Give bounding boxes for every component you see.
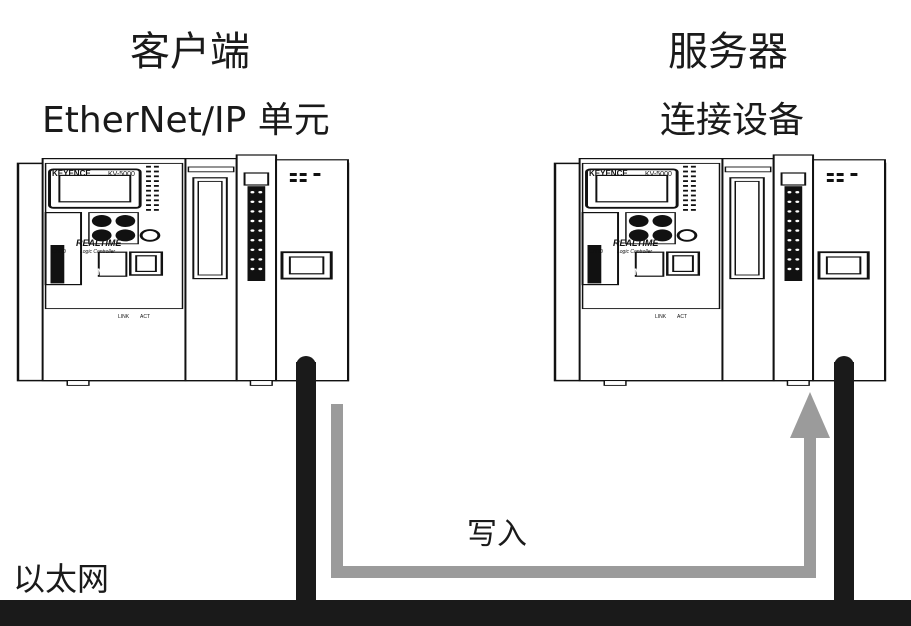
ethernet-bus	[0, 600, 911, 626]
client-brand: KEYENCE	[52, 169, 91, 178]
server-brand: KEYENCE	[589, 169, 628, 178]
client-cable	[296, 362, 316, 602]
server-act: ACT	[677, 314, 687, 320]
client-card: CARD	[52, 249, 67, 255]
server-model: KV-5000	[645, 171, 672, 178]
server-card: CARD	[589, 249, 604, 255]
client-plc	[16, 153, 350, 387]
server-subtitle: 连接设备	[660, 100, 805, 141]
client-link: LINK	[118, 314, 130, 320]
server-title: 服务器	[668, 29, 788, 75]
write-arrow	[331, 404, 816, 578]
ethernet-label: 以太网	[13, 560, 110, 598]
client-act: ACT	[140, 314, 150, 320]
client-key-m: M	[97, 267, 105, 277]
server-logic: Logic Controller	[617, 249, 652, 255]
server-cable	[834, 362, 854, 602]
write-arrowhead	[790, 392, 830, 438]
write-label: 写入	[467, 517, 527, 552]
server-key-m: M	[634, 267, 642, 277]
server-plc	[553, 153, 887, 387]
server-realtime: REALTIME	[613, 238, 659, 248]
client-logic: Logic Controller	[80, 249, 115, 255]
server-link: LINK	[655, 314, 667, 320]
client-title: 客户端	[130, 29, 250, 75]
client-realtime: REALTIME	[76, 238, 122, 248]
client-model: KV-5000	[108, 171, 135, 178]
client-subtitle: EtherNet/IP 单元	[42, 100, 330, 141]
